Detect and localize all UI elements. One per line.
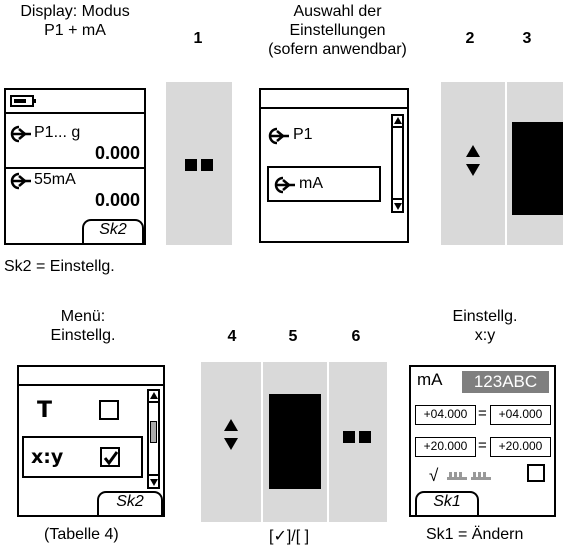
step-panel-2 <box>441 82 505 245</box>
blank-display-icon <box>269 394 321 489</box>
scroll-down-icon[interactable] <box>394 203 402 210</box>
x-value-field-2[interactable]: +20.000 <box>415 437 476 457</box>
double-square-icon <box>185 159 197 171</box>
softkey-sk2[interactable]: Sk2 <box>82 219 144 243</box>
battery-icon <box>10 95 36 107</box>
footnote-sk1: Sk1 = Ändern <box>426 526 524 543</box>
caption-auswahl: Auswahl der Einstellungen (sofern anwend… <box>268 3 407 58</box>
step-panel-4 <box>201 362 261 522</box>
checkbox-icon[interactable] <box>527 464 545 482</box>
display-screen: P1... g 0.000 55mA 0.000 Sk2 <box>4 88 146 245</box>
arrow-into-box-icon <box>10 125 31 143</box>
double-square-icon <box>343 431 355 443</box>
scroll-up-icon[interactable] <box>150 392 158 399</box>
checkbox-icon[interactable] <box>99 400 119 420</box>
menu-item-t[interactable]: T <box>23 397 141 425</box>
y-value-field-1[interactable]: +04.000 <box>490 405 551 425</box>
row1-value: 0.000 <box>94 143 140 163</box>
double-square-icon <box>359 431 371 443</box>
step-number-1: 1 <box>193 30 203 47</box>
equals-sign: = <box>478 437 487 454</box>
caption-einstellg-xy: Einstellg. x:y <box>452 308 518 344</box>
step-panel-6 <box>329 362 387 522</box>
step-panel-5 <box>263 362 327 522</box>
footnote-check-toggle: [✓]/[ ] <box>269 528 310 545</box>
blank-display-icon <box>512 122 563 215</box>
scrollbar[interactable] <box>147 389 160 489</box>
menu-item-xy[interactable]: x:y <box>22 436 143 478</box>
down-arrow-icon <box>224 438 238 450</box>
arrow-into-box-icon <box>274 176 295 194</box>
equals-sign: = <box>478 405 487 422</box>
softkey-sk2[interactable]: Sk2 <box>97 491 163 515</box>
arrow-into-box-icon <box>10 172 31 190</box>
step-number-6: 6 <box>351 328 361 345</box>
selection-screen: P1 mA <box>259 88 409 243</box>
caption-menu: Menü: Einstellg. <box>50 308 116 344</box>
selection-item-label: P1 <box>293 126 313 143</box>
checkbox-checked-icon[interactable] <box>100 447 120 467</box>
arrow-into-box-icon <box>268 127 289 145</box>
step-number-4: 4 <box>227 328 237 345</box>
highlight-field[interactable]: 123ABC <box>462 371 549 393</box>
step-panel-3 <box>507 82 563 245</box>
row2-label: 55mA <box>34 171 76 188</box>
check-root-icon: √ <box>429 466 439 485</box>
row2-value: 0.000 <box>94 190 140 210</box>
menu-screen: T x:y Sk2 <box>17 365 165 517</box>
scroll-thumb[interactable] <box>150 421 157 443</box>
up-arrow-icon <box>466 145 480 157</box>
x-value-field-1[interactable]: +04.000 <box>415 405 476 425</box>
softkey-sk1[interactable]: Sk1 <box>415 491 479 515</box>
selection-item-p1[interactable]: P1 <box>267 123 383 149</box>
double-square-icon <box>201 159 213 171</box>
level-bar-icon <box>447 471 493 481</box>
xy-settings-screen: mA 123ABC +04.000 = +04.000 +20.000 = +2… <box>409 365 556 517</box>
up-arrow-icon <box>224 419 238 431</box>
footnote-tabelle: (Tabelle 4) <box>44 526 119 543</box>
t-icon: T <box>37 398 53 423</box>
scrollbar[interactable] <box>391 114 404 213</box>
xy-label: x:y <box>31 446 64 468</box>
step-number-3: 3 <box>522 30 532 47</box>
y-value-field-2[interactable]: +20.000 <box>490 437 551 457</box>
unit-label: mA <box>417 370 443 389</box>
row1-label: P1... g <box>34 124 81 141</box>
down-arrow-icon <box>466 164 480 176</box>
footnote-sk2: Sk2 = Einstellg. <box>4 258 115 275</box>
selection-item-ma[interactable]: mA <box>267 166 381 202</box>
scroll-down-icon[interactable] <box>150 479 158 486</box>
step-number-2: 2 <box>465 30 475 47</box>
caption-display-mode: Display: Modus P1 + mA <box>20 3 130 39</box>
selection-item-label: mA <box>299 175 323 192</box>
scroll-up-icon[interactable] <box>394 117 402 124</box>
step-number-5: 5 <box>288 328 298 345</box>
step-panel-1 <box>166 82 232 245</box>
